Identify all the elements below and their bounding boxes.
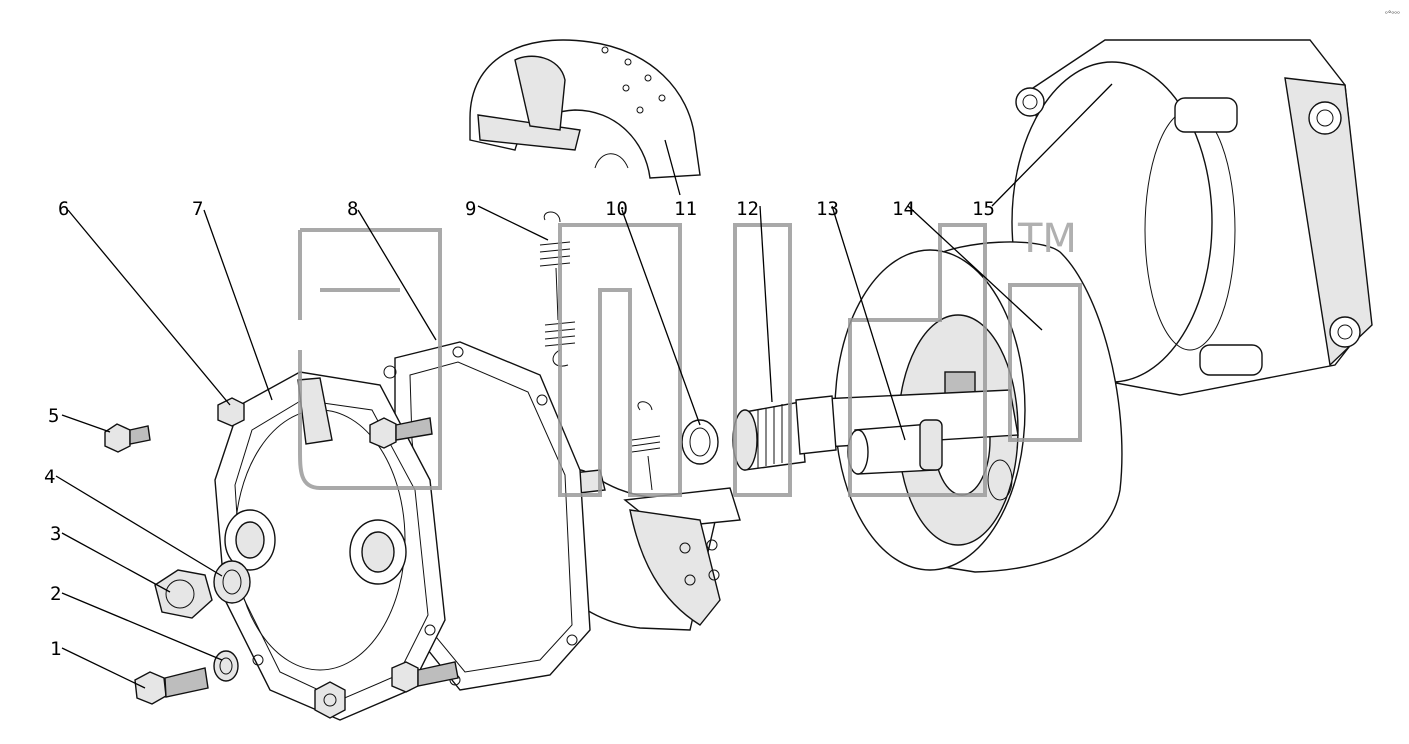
- back-plate-part-7: [214, 371, 446, 721]
- leader-lines: [55, 83, 1113, 689]
- callout-10: 10: [605, 198, 628, 220]
- callout-12: 12: [736, 198, 759, 220]
- bolt-part-1: [134, 667, 209, 705]
- leader-line-10: [621, 209, 701, 426]
- splined-shaft-part-12: [732, 395, 837, 471]
- leader-line-1: [61, 647, 146, 689]
- callout-8: 8: [347, 198, 358, 220]
- leader-line-8: [357, 209, 437, 341]
- callout-2: 2: [50, 583, 61, 605]
- brake-shoe-part-11: [469, 39, 701, 179]
- small-bolt-part-5: [104, 423, 151, 453]
- callout-4: 4: [44, 466, 55, 488]
- leader-line-11: [664, 139, 681, 196]
- leader-line-14: [907, 205, 1043, 331]
- leader-line-5: [61, 414, 111, 433]
- leader-line-13: [831, 205, 906, 441]
- callout-3: 3: [50, 523, 61, 545]
- leader-line-6: [67, 209, 231, 406]
- shaft-part-13: [799, 389, 1019, 475]
- callout-6: 6: [58, 198, 69, 220]
- washer-part-2: [213, 650, 239, 682]
- leader-line-12: [759, 205, 773, 403]
- leader-line-7: [203, 209, 273, 401]
- plate-bolts-part-6: [217, 397, 459, 719]
- leader-line-4: [55, 475, 223, 577]
- watermark-trademark: TM: [1017, 216, 1077, 262]
- leader-line-15: [991, 83, 1113, 207]
- spring-washer-part-4: [213, 560, 251, 604]
- leader-line-3: [61, 532, 171, 593]
- callout-14: 14: [892, 198, 915, 220]
- callout-7: 7: [192, 198, 203, 220]
- callout-15: 15: [972, 198, 995, 220]
- leader-line-9: [477, 205, 549, 241]
- callout-11: 11: [674, 198, 697, 220]
- watermark-logo: TM: [298, 216, 1082, 497]
- callout-13: 13: [816, 198, 839, 220]
- leader-line-2: [61, 592, 223, 661]
- callout-5: 5: [48, 405, 59, 427]
- washer-part-10: [681, 419, 719, 465]
- callout-9: 9: [465, 198, 476, 220]
- nut-part-3: [154, 569, 213, 619]
- callout-1: 1: [50, 638, 61, 660]
- corner-mark: ᵒ°ᵒᵒᵒ: [1385, 10, 1400, 18]
